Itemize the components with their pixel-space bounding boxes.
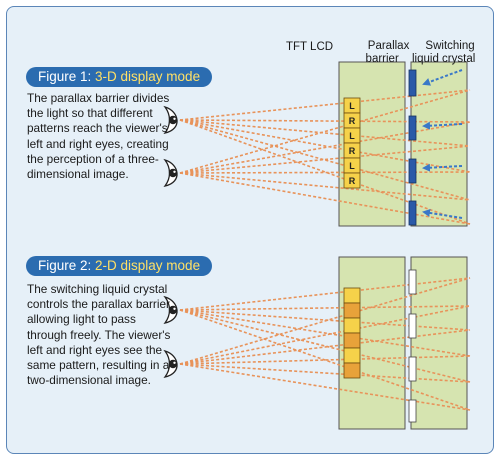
barrier-segment-open [408, 313, 417, 339]
fig1-parallax-barrier [408, 69, 417, 226]
lcd-cell-letter: L [349, 101, 355, 111]
light-ray [179, 305, 471, 365]
figure2-title: Figure 2: 2-D display mode [26, 256, 213, 276]
fig1-left-eye-icon [163, 105, 178, 135]
light-ray [179, 355, 471, 365]
figure1-title: Figure 1: 3-D display mode [26, 67, 213, 87]
light-ray [179, 119, 471, 173]
fig2-switching-panel [410, 256, 468, 430]
barrier-segment-open [408, 399, 417, 423]
lcd-cell-letter: R [349, 176, 356, 186]
barrier-segment-open [408, 269, 417, 295]
barrier-segment [408, 115, 417, 141]
blue-arrow [422, 208, 463, 219]
light-ray [179, 89, 471, 121]
lcd-cell-letter: L [349, 131, 355, 141]
light-ray [179, 305, 471, 311]
header-switching-liquid-crystal: Switching liquid crystal [412, 40, 476, 65]
header-tft-lcd: TFT LCD [286, 41, 334, 53]
fig1-light-rays [179, 89, 471, 225]
lcd-cell [343, 302, 361, 319]
lcd-cell [343, 347, 361, 364]
blue-arrow [422, 163, 463, 172]
barrier-segment [408, 69, 417, 97]
figure2-description: The switching liquid crystal controls th… [27, 282, 173, 388]
light-ray [179, 119, 471, 147]
fig2-light-rays [179, 277, 471, 411]
lcd-cell [343, 317, 361, 334]
lcd-cell-letter: L [349, 161, 355, 171]
lcd-cell [343, 332, 361, 349]
lcd-cell [343, 172, 361, 189]
lcd-cell [343, 362, 361, 379]
light-ray [179, 309, 471, 411]
light-ray [179, 309, 471, 357]
lcd-cell [343, 287, 361, 304]
figure1-description: The parallax barrier divides the light s… [27, 91, 170, 182]
light-ray [179, 277, 471, 311]
fig1-blue-arrows [422, 69, 463, 219]
barrier-segment-open [408, 356, 417, 382]
blue-arrow [422, 69, 463, 86]
light-ray [179, 119, 471, 201]
fig2-lcd-cells [343, 287, 361, 379]
light-ray [179, 119, 471, 225]
lcd-cell-letter: R [349, 146, 356, 156]
barrier-segment [408, 200, 417, 226]
light-ray [179, 172, 471, 201]
blue-arrow [422, 121, 463, 130]
light-ray [179, 171, 471, 174]
lcd-cell-letter: R [349, 116, 356, 126]
light-ray [179, 363, 471, 411]
light-ray [179, 89, 471, 174]
fig2-right-eye-icon [163, 349, 178, 379]
header-parallax-barrier: Parallax barrier [365, 40, 410, 65]
fig2-left-eye-icon [163, 295, 178, 325]
fig1-right-eye-icon [163, 158, 178, 188]
light-ray [179, 172, 471, 225]
light-ray [179, 119, 471, 123]
light-ray [179, 145, 471, 174]
barrier-segment [408, 158, 417, 184]
light-ray [179, 329, 471, 365]
light-ray [179, 363, 471, 383]
light-ray [179, 121, 471, 174]
light-ray [179, 309, 471, 331]
fig2-parallax-barrier-open [408, 269, 417, 423]
light-ray [179, 277, 471, 365]
